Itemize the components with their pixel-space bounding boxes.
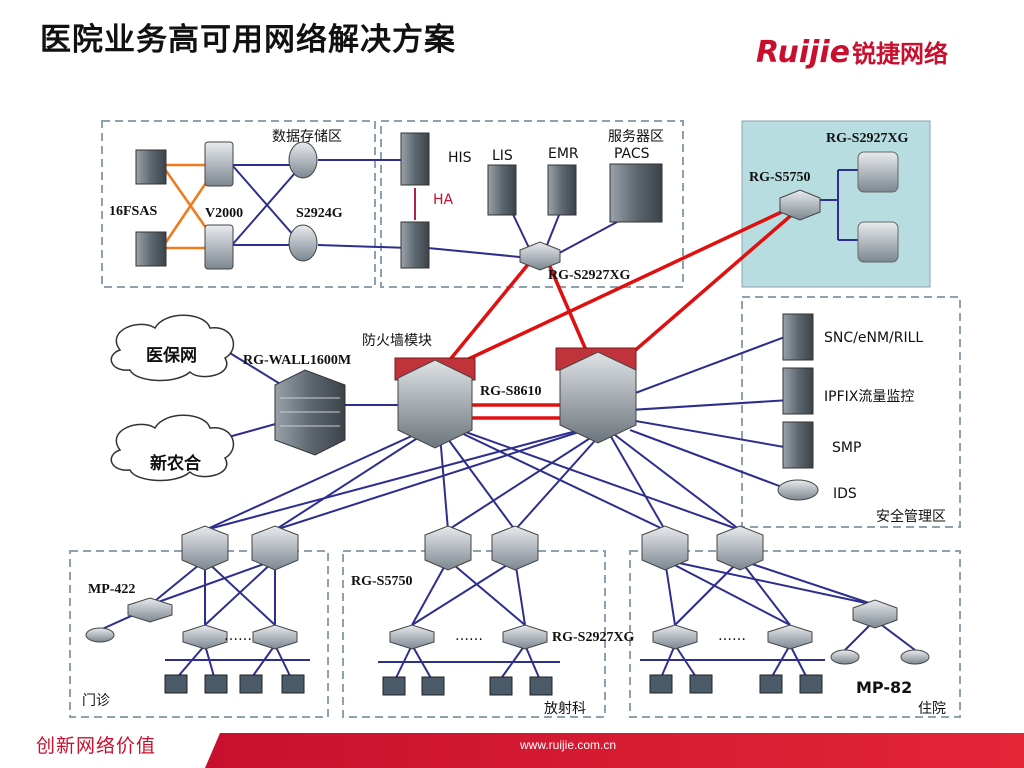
footer-band [205,733,1024,768]
s2924g-switch-icon [288,141,318,262]
access-switch-icons [127,597,898,650]
radiology-zone [342,550,606,718]
ruijie-logo: Ruijie 锐捷网络 [756,35,948,70]
remote-s5750-icon [779,189,821,221]
footer-url[interactable]: www.ruijie.com.cn [520,738,617,752]
remote-zone [741,120,931,288]
ellipsis-outpatient: …… [224,628,252,644]
server-zone [380,120,684,288]
security-item-snc: SNC/eNM/RILL [824,330,924,346]
wireless-ap-icons [85,627,930,665]
firewall-label: RG-WALL1600M [243,353,352,368]
ap-left-label: MP-422 [88,582,136,597]
ap-right-label: MP-82 [856,678,913,697]
outpatient-zone [69,550,329,718]
security-server-icons [777,313,819,501]
security-zone [741,296,961,528]
v2000-storage-icon [204,141,234,270]
outpatient-zone-label: 门诊 [82,693,110,709]
fsas-label: 16FSAS [109,204,158,219]
page-title: 医院业务高可用网络解决方案 [40,22,456,58]
insurance-cloud-icon [110,314,235,382]
svg-text:锐捷网络: 锐捷网络 [852,40,948,68]
core-switch-label: RG-S8610 [480,384,542,399]
security-zone-label: 安全管理区 [876,509,946,525]
storage-zone [101,120,376,288]
server-access-switch-icon [519,241,561,271]
inpatient-zone-label: 住院 [918,701,946,717]
core-switch-left-icon [394,357,476,449]
footer-slogan: 创新网络价值 [36,735,157,757]
v2000-label: V2000 [205,206,244,221]
core-switch-right-icon [555,347,637,444]
fw-module-label: 防火墙模块 [362,333,432,349]
remote-s5750-label: RG-S5750 [749,170,811,185]
rural-coop-cloud-label: 新农合 [150,454,201,474]
security-item-ipfix: IPFIX流量监控 [824,389,915,405]
ellipsis-inpatient: …… [718,628,746,644]
lis-label: LIS [492,148,513,164]
s2924g-label: S2924G [296,206,343,221]
security-item-smp: SMP [832,440,862,456]
server-icons [400,132,663,269]
dist-s5750-label: RG-S5750 [351,574,413,589]
ha-label: HA [433,192,454,208]
svg-text:Ruijie: Ruijie [756,35,850,70]
remote-s2927-icons [857,151,899,263]
ellipsis-radiology: …… [455,628,483,644]
emr-label: EMR [548,146,579,162]
insurance-cloud-label: 医保网 [146,346,197,366]
fsas-storage-icon [135,149,167,267]
server-zone-label: 服务器区 [608,129,664,145]
firewall-icon [274,369,346,456]
pacs-label: PACS [614,146,650,162]
remote-s2927-label: RG-S2927XG [826,131,909,146]
server-access-switch-label: RG-S2927XG [548,268,631,283]
security-item-ids: IDS [833,486,857,502]
rural-coop-cloud-icon [110,414,235,482]
his-label: HIS [448,150,472,166]
access-s2927-label: RG-S2927XG [552,630,635,645]
distribution-switch-icons [181,525,764,571]
pc-icons [164,674,823,696]
radiology-zone-label: 放射科 [544,701,586,717]
storage-zone-label: 数据存储区 [272,129,342,145]
